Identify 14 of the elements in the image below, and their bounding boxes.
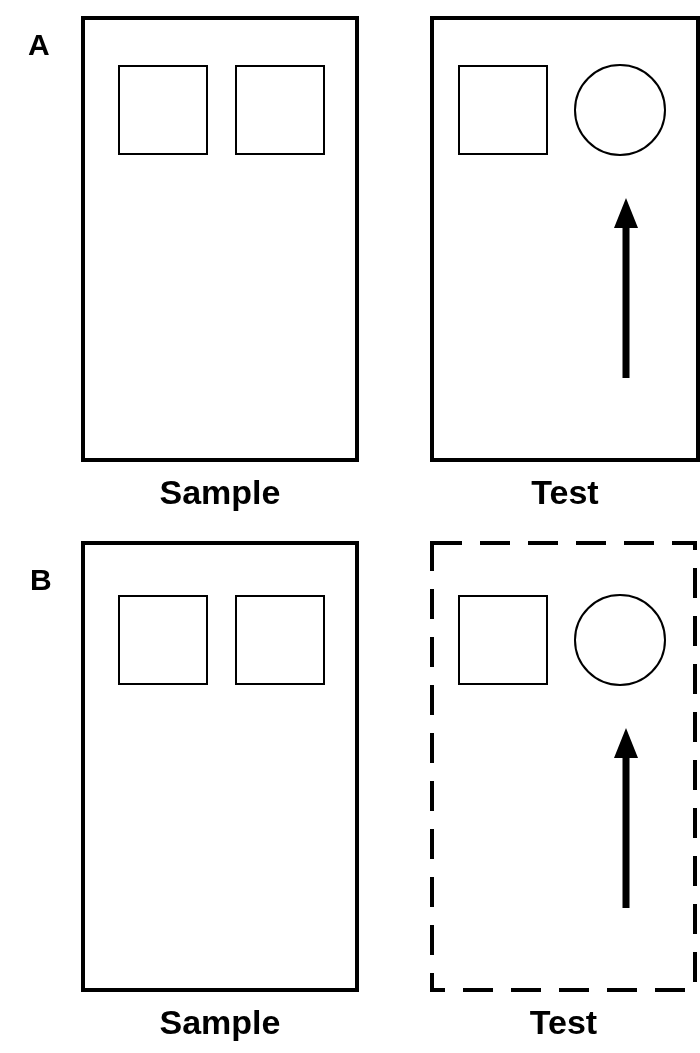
- panel-letter: A: [28, 28, 50, 62]
- square: [235, 65, 325, 155]
- circle: [574, 594, 666, 686]
- panel-caption: Sample: [158, 472, 282, 512]
- panel-caption: Test: [528, 1002, 599, 1042]
- circle: [574, 64, 666, 156]
- panel-caption: Test: [530, 472, 600, 512]
- square: [458, 65, 548, 155]
- square: [118, 65, 208, 155]
- square: [118, 595, 208, 685]
- square: [235, 595, 325, 685]
- panel-letter: B: [30, 563, 52, 597]
- panel-caption: Sample: [158, 1002, 282, 1042]
- square: [458, 595, 548, 685]
